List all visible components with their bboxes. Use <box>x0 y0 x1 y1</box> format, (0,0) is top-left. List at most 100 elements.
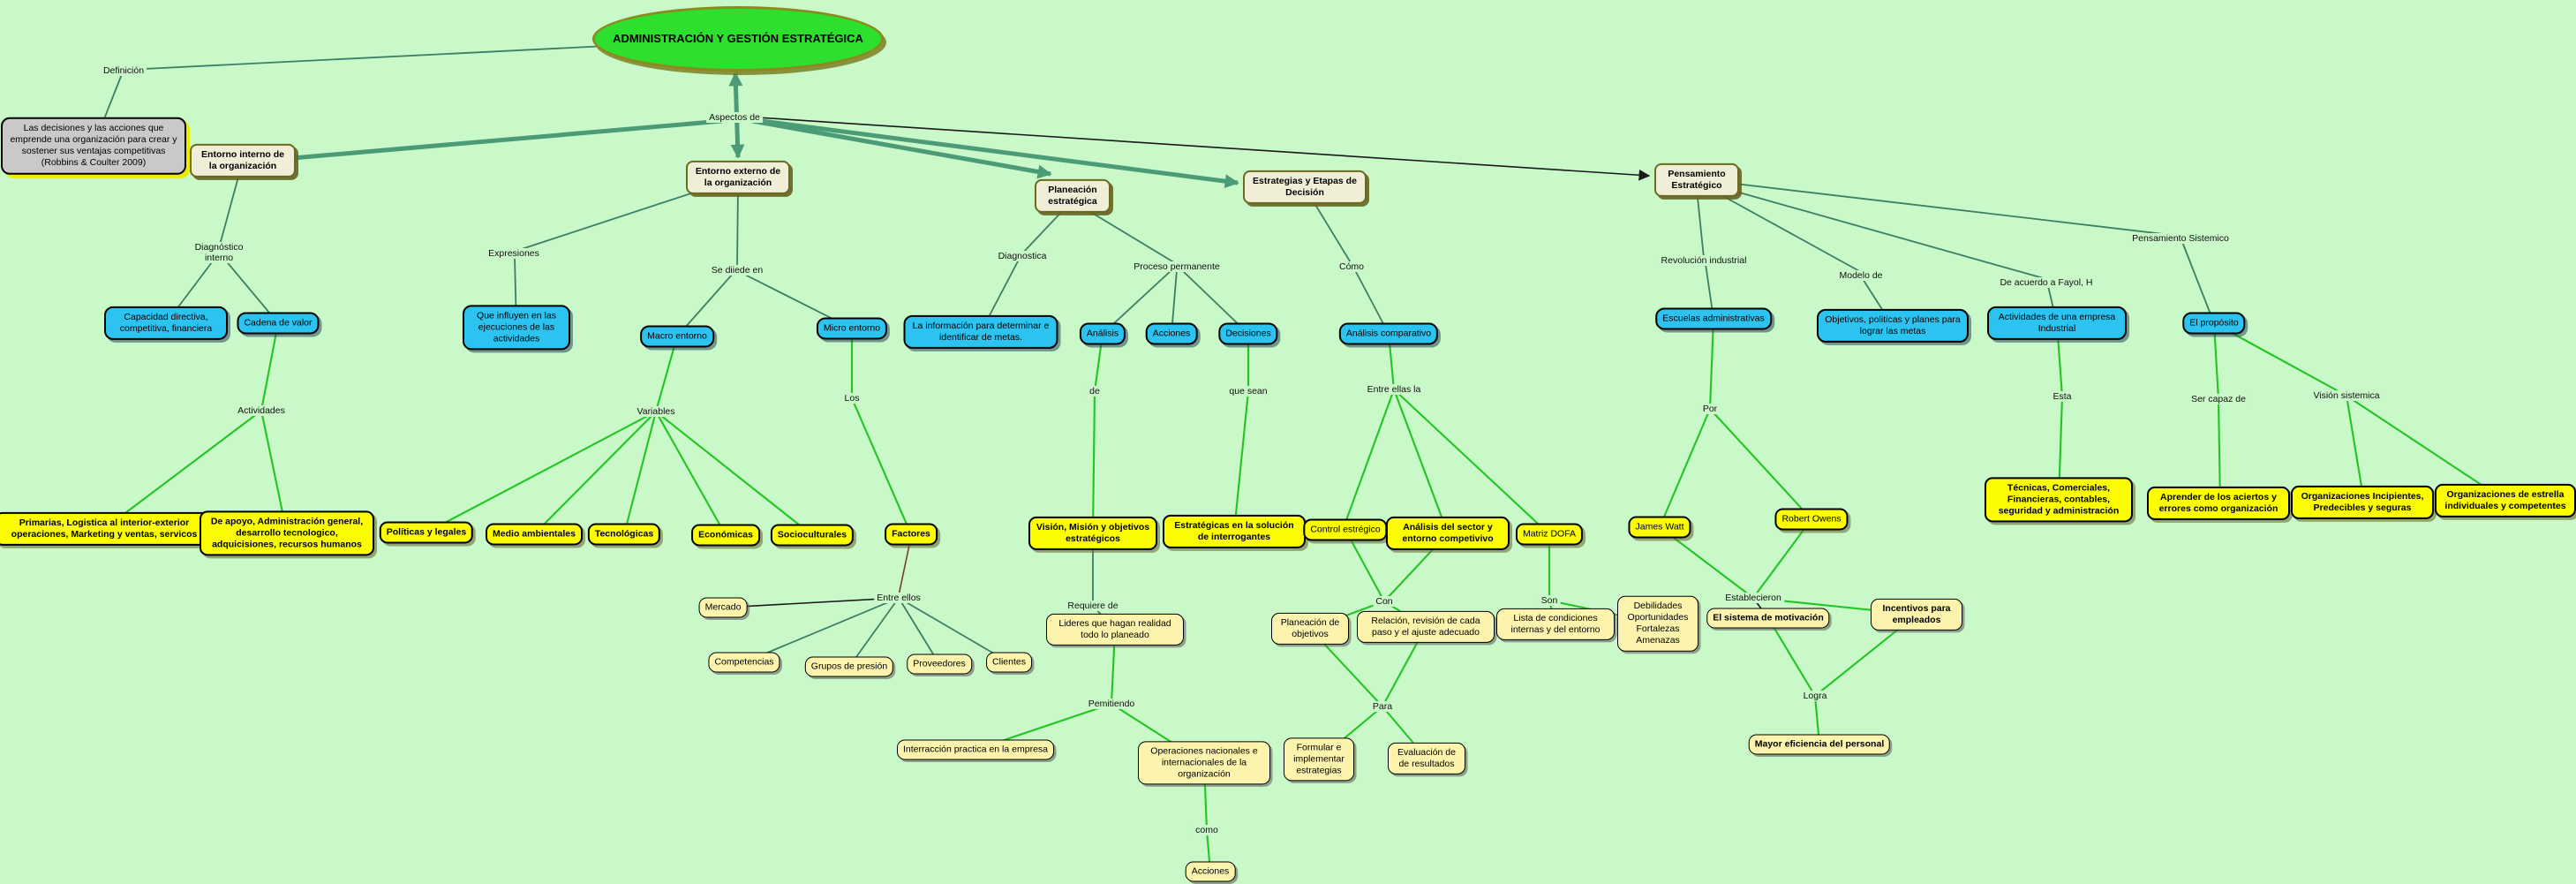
link-label-actividades[interactable]: Actividades <box>235 405 288 416</box>
node-tecnologicas[interactable]: Tecnológicas <box>587 523 661 546</box>
node-objetivos-politicas[interactable]: Objetivos, politicas y planes para logra… <box>1817 308 1969 344</box>
link-label-proceso[interactable]: Proceso permanente <box>1131 261 1223 272</box>
link-label-diagnostica[interactable]: Diagnostica <box>995 251 1050 261</box>
node-evaluacion[interactable]: Evaluación de de resultados <box>1388 742 1465 775</box>
link-label-revolucion[interactable]: Revolución industrial <box>1658 255 1750 266</box>
node-mercado[interactable]: Mercado <box>698 597 748 618</box>
edge-15 <box>1021 204 1069 254</box>
node-capacidad[interactable]: Capacidad directiva, competitiva, financ… <box>104 306 228 341</box>
node-de-apoyo[interactable]: De apoyo, Administración general, desarr… <box>200 510 374 556</box>
link-label-son[interactable]: Son <box>1538 595 1561 606</box>
node-estrella[interactable]: Organizaciones de estrella individuales … <box>2435 483 2576 518</box>
node-matriz-dofa[interactable]: Matriz DOFA <box>1515 523 1584 546</box>
node-incentivos[interactable]: Incentivos para empleados <box>1871 598 1962 631</box>
link-label-se-diiede[interactable]: Se diiede en <box>708 265 766 276</box>
node-control[interactable]: Control estrégico <box>1303 518 1388 541</box>
node-actividades-empresa[interactable]: Actividades de una empresa Industrial <box>1987 306 2127 341</box>
link-label-variables[interactable]: Variables <box>634 406 678 417</box>
edge-4 <box>757 117 1651 181</box>
link-label-pensamiento-sistemico[interactable]: Pensamiento Sistemico <box>2129 233 2232 244</box>
link-label-diag-interno[interactable]: Diagnóstico interno <box>186 242 252 263</box>
link-label-ser-capaz[interactable]: Ser capaz de <box>2188 394 2248 404</box>
node-analisis-sector[interactable]: Análisis del sector y entorno competiviv… <box>1386 516 1510 551</box>
node-que-influyen[interactable]: Que influyen en las ejecuciones de las a… <box>463 305 570 351</box>
node-lideres[interactable]: Lideres que hagan realidad todo lo plane… <box>1046 613 1184 646</box>
edge-3 <box>754 117 1239 189</box>
link-label-aspectos[interactable]: Aspectos de <box>706 112 763 123</box>
edge-43 <box>1091 390 1096 534</box>
node-medio[interactable]: Medio ambientales <box>486 523 583 546</box>
edge-2 <box>751 118 1052 179</box>
edge-51 <box>1659 408 1711 528</box>
link-label-por[interactable]: Por <box>1699 404 1721 414</box>
node-title[interactable]: ADMINISTRACIÓN Y GESTIÓN ESTRATÉGICA <box>592 6 884 72</box>
link-label-los[interactable]: Los <box>841 393 862 404</box>
node-tecnicas[interactable]: Técnicas, Comerciales, Financieras, cont… <box>1985 477 2133 523</box>
link-label-con[interactable]: Con <box>1373 596 1396 607</box>
node-economicas[interactable]: Económicas <box>691 524 760 547</box>
node-proveedores[interactable]: Proveedores <box>907 654 972 675</box>
node-grupos[interactable]: Grupos de presión <box>804 656 894 677</box>
node-incipientes[interactable]: Organizaciones Incipientes, Predecibles … <box>2291 485 2434 520</box>
node-socioculturales[interactable]: Socioculturales <box>770 524 855 547</box>
link-label-de[interactable]: de <box>1087 386 1103 397</box>
link-label-expresiones[interactable]: Expresiones <box>486 248 542 259</box>
link-label-logra[interactable]: Logra <box>1800 691 1830 701</box>
node-interno[interactable]: Entorno interno de la organización <box>190 143 296 178</box>
node-externo[interactable]: Entorno externo de la organización <box>686 160 790 195</box>
node-cadena[interactable]: Cadena de valor <box>237 312 320 335</box>
node-definicion-box[interactable]: Las decisiones y las acciones que empren… <box>1 117 186 175</box>
edge-62 <box>2217 398 2222 504</box>
node-factores[interactable]: Factores <box>885 523 938 546</box>
edge-64 <box>2345 395 2366 503</box>
node-lista[interactable]: Lista de condiciones internas y del ento… <box>1496 608 1615 641</box>
link-label-modelo[interactable]: Modelo de <box>1836 270 1886 281</box>
node-escuelas[interactable]: Escuelas administrativas <box>1655 307 1772 330</box>
link-label-que-sean[interactable]: que sean <box>1226 386 1270 397</box>
node-politicas[interactable]: Políticas y legales <box>379 521 474 544</box>
node-la-informacion[interactable]: La información para determinar e identif… <box>903 314 1058 350</box>
node-vision-mision[interactable]: Visión, Misión y objetivos estratégicos <box>1028 516 1157 551</box>
node-james[interactable]: James Watt <box>1628 516 1691 539</box>
node-aprender[interactable]: Aprender de los aciertos y errores como … <box>2147 486 2290 521</box>
link-label-establecieron[interactable]: Establecieron <box>1722 593 1784 603</box>
node-dofa4[interactable]: Debilidades Oportunidades Fortalezas Ame… <box>1617 595 1699 652</box>
node-operaciones[interactable]: Operaciones nacionales e internacionales… <box>1138 741 1270 785</box>
link-label-vision-sistemica[interactable]: Visión sistemica <box>2310 390 2383 401</box>
node-formular[interactable]: Formular e implementar estrategias <box>1284 737 1354 782</box>
node-micro[interactable]: Micro entorno <box>816 317 888 340</box>
node-primarias[interactable]: Primarias, Logistica al interior-exterio… <box>0 511 214 547</box>
link-label-pemitiendo[interactable]: Pemitiendo <box>1085 699 1138 709</box>
node-planeacion-obj[interactable]: Planeación de objetivos <box>1271 612 1349 646</box>
edge-88 <box>722 597 900 608</box>
node-proposito[interactable]: El propósito <box>2182 312 2246 335</box>
link-label-para[interactable]: Para <box>1369 701 1396 712</box>
node-sistema-motivacion[interactable]: El sistema de motivación <box>1706 608 1830 629</box>
link-label-como-bottom[interactable]: como <box>1193 825 1221 835</box>
node-macro[interactable]: Macro entorno <box>640 325 714 348</box>
node-robert[interactable]: Robert Owens <box>1774 508 1849 531</box>
link-label-requiere[interactable]: Requiere de <box>1065 601 1121 611</box>
node-decisiones[interactable]: Decisiones <box>1218 322 1278 345</box>
node-planeacion[interactable]: Planeación estratégica <box>1035 178 1111 214</box>
node-pensamiento[interactable]: Pensamiento Estratégico <box>1654 162 1739 198</box>
node-estrategicas-sol[interactable]: Estratégicas en la solución de interroga… <box>1163 514 1306 549</box>
link-label-fayol[interactable]: De acuerdo a Fayol, H <box>1997 277 2096 288</box>
link-label-definicion[interactable]: Definición <box>100 65 147 76</box>
node-acciones-bottom[interactable]: Acciones <box>1185 861 1236 882</box>
link-label-entre-ellos[interactable]: Entre ellos <box>874 593 923 603</box>
node-analisis[interactable]: Análisis <box>1079 322 1126 345</box>
edge-35 <box>426 411 657 533</box>
node-analisis-comparativo[interactable]: Análisis comparativo <box>1338 322 1439 345</box>
node-competencias[interactable]: Competencias <box>708 652 780 673</box>
node-relacion[interactable]: Relación, revisión de cada paso y el aju… <box>1357 610 1495 644</box>
node-interaccion[interactable]: Interracción practica en la empresa <box>897 739 1054 760</box>
link-label-como-top[interactable]: Cómo <box>1336 261 1367 272</box>
node-eficiencia[interactable]: Mayor eficiencia del personal <box>1748 734 1891 755</box>
node-acciones-cyan[interactable]: Acciones <box>1145 322 1198 345</box>
node-estrategias[interactable]: Estrategias y Etapas de Decisión <box>1243 170 1367 205</box>
edge-23 <box>1696 188 1705 259</box>
link-label-entre-ellas[interactable]: Entre ellas la <box>1364 384 1424 395</box>
node-clientes[interactable]: Clientes <box>986 652 1032 673</box>
link-label-esta[interactable]: Esta <box>2050 391 2075 402</box>
